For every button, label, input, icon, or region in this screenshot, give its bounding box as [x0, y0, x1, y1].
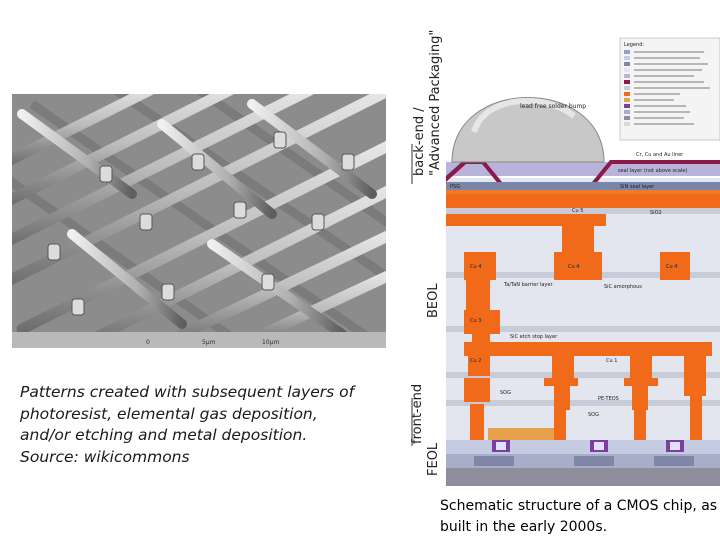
sin-layer-label: SiN seal layer — [620, 184, 655, 190]
cu4-right — [660, 252, 690, 280]
cmos-diagram-svg: Legend: — [411, 37, 720, 486]
sog-label: SOG — [500, 390, 511, 396]
cu4-mid — [554, 252, 602, 280]
seal-layer-label: seal layer (not above scale) — [618, 168, 687, 174]
cu4-right-label: Cu 4 — [666, 264, 677, 270]
cu2-label: Cu 2 — [470, 358, 481, 364]
pe-teos-label: PE-TEOS — [598, 396, 619, 402]
right-caption: Schematic structure of a CMOS chip, as b… — [440, 498, 718, 535]
cu4-mid-label: Cu 4 — [568, 264, 579, 270]
legend: Legend: — [619, 37, 720, 141]
scale-tick-10: 10µm — [262, 339, 280, 346]
substrate — [446, 468, 720, 486]
barrier-label: Ta/TaN barrier layer — [503, 282, 553, 288]
bump-label: lead free solder bump — [520, 103, 586, 110]
psg-label: PSG — [450, 184, 460, 190]
cu5-label: Cu 5 — [572, 208, 583, 214]
sic-amorph-label: SiC amorphous — [604, 284, 642, 290]
sog2-label: SOG — [588, 412, 599, 418]
sem-micrograph: 0 5µm 10µm — [12, 94, 386, 348]
sem-scale-bar: 0 5µm 10µm — [12, 332, 386, 348]
cu1-label: Cu 1 — [606, 358, 617, 364]
sic-etch-label: SiC etch stop layer — [510, 334, 558, 340]
liner-outline — [446, 160, 720, 186]
seal-layer — [446, 162, 720, 176]
scale-tick-0: 0 — [146, 339, 150, 346]
liner-label: Cr, Cu and Au liner — [636, 152, 684, 158]
cu3-label: Cu 3 — [470, 318, 481, 324]
cmos-cross-section: back-end / "Advanced Packaging" BEOL fro… — [404, 30, 720, 486]
cu4-left-label: Cu 4 — [470, 264, 481, 270]
legend-title: Legend: — [624, 42, 644, 48]
cu1 — [464, 378, 490, 402]
cu2 — [464, 342, 712, 356]
sem-interconnect-image — [12, 94, 386, 348]
cu5-top — [446, 190, 720, 208]
sio2-label: SiO2 — [650, 210, 662, 216]
cu3 — [464, 310, 500, 334]
psg-layer — [446, 182, 720, 190]
cu4-left — [464, 252, 496, 280]
transistor-gates — [492, 440, 684, 452]
left-caption: Patterns created with subsequent layers … — [20, 383, 355, 466]
scale-tick-5: 5µm — [202, 339, 216, 346]
